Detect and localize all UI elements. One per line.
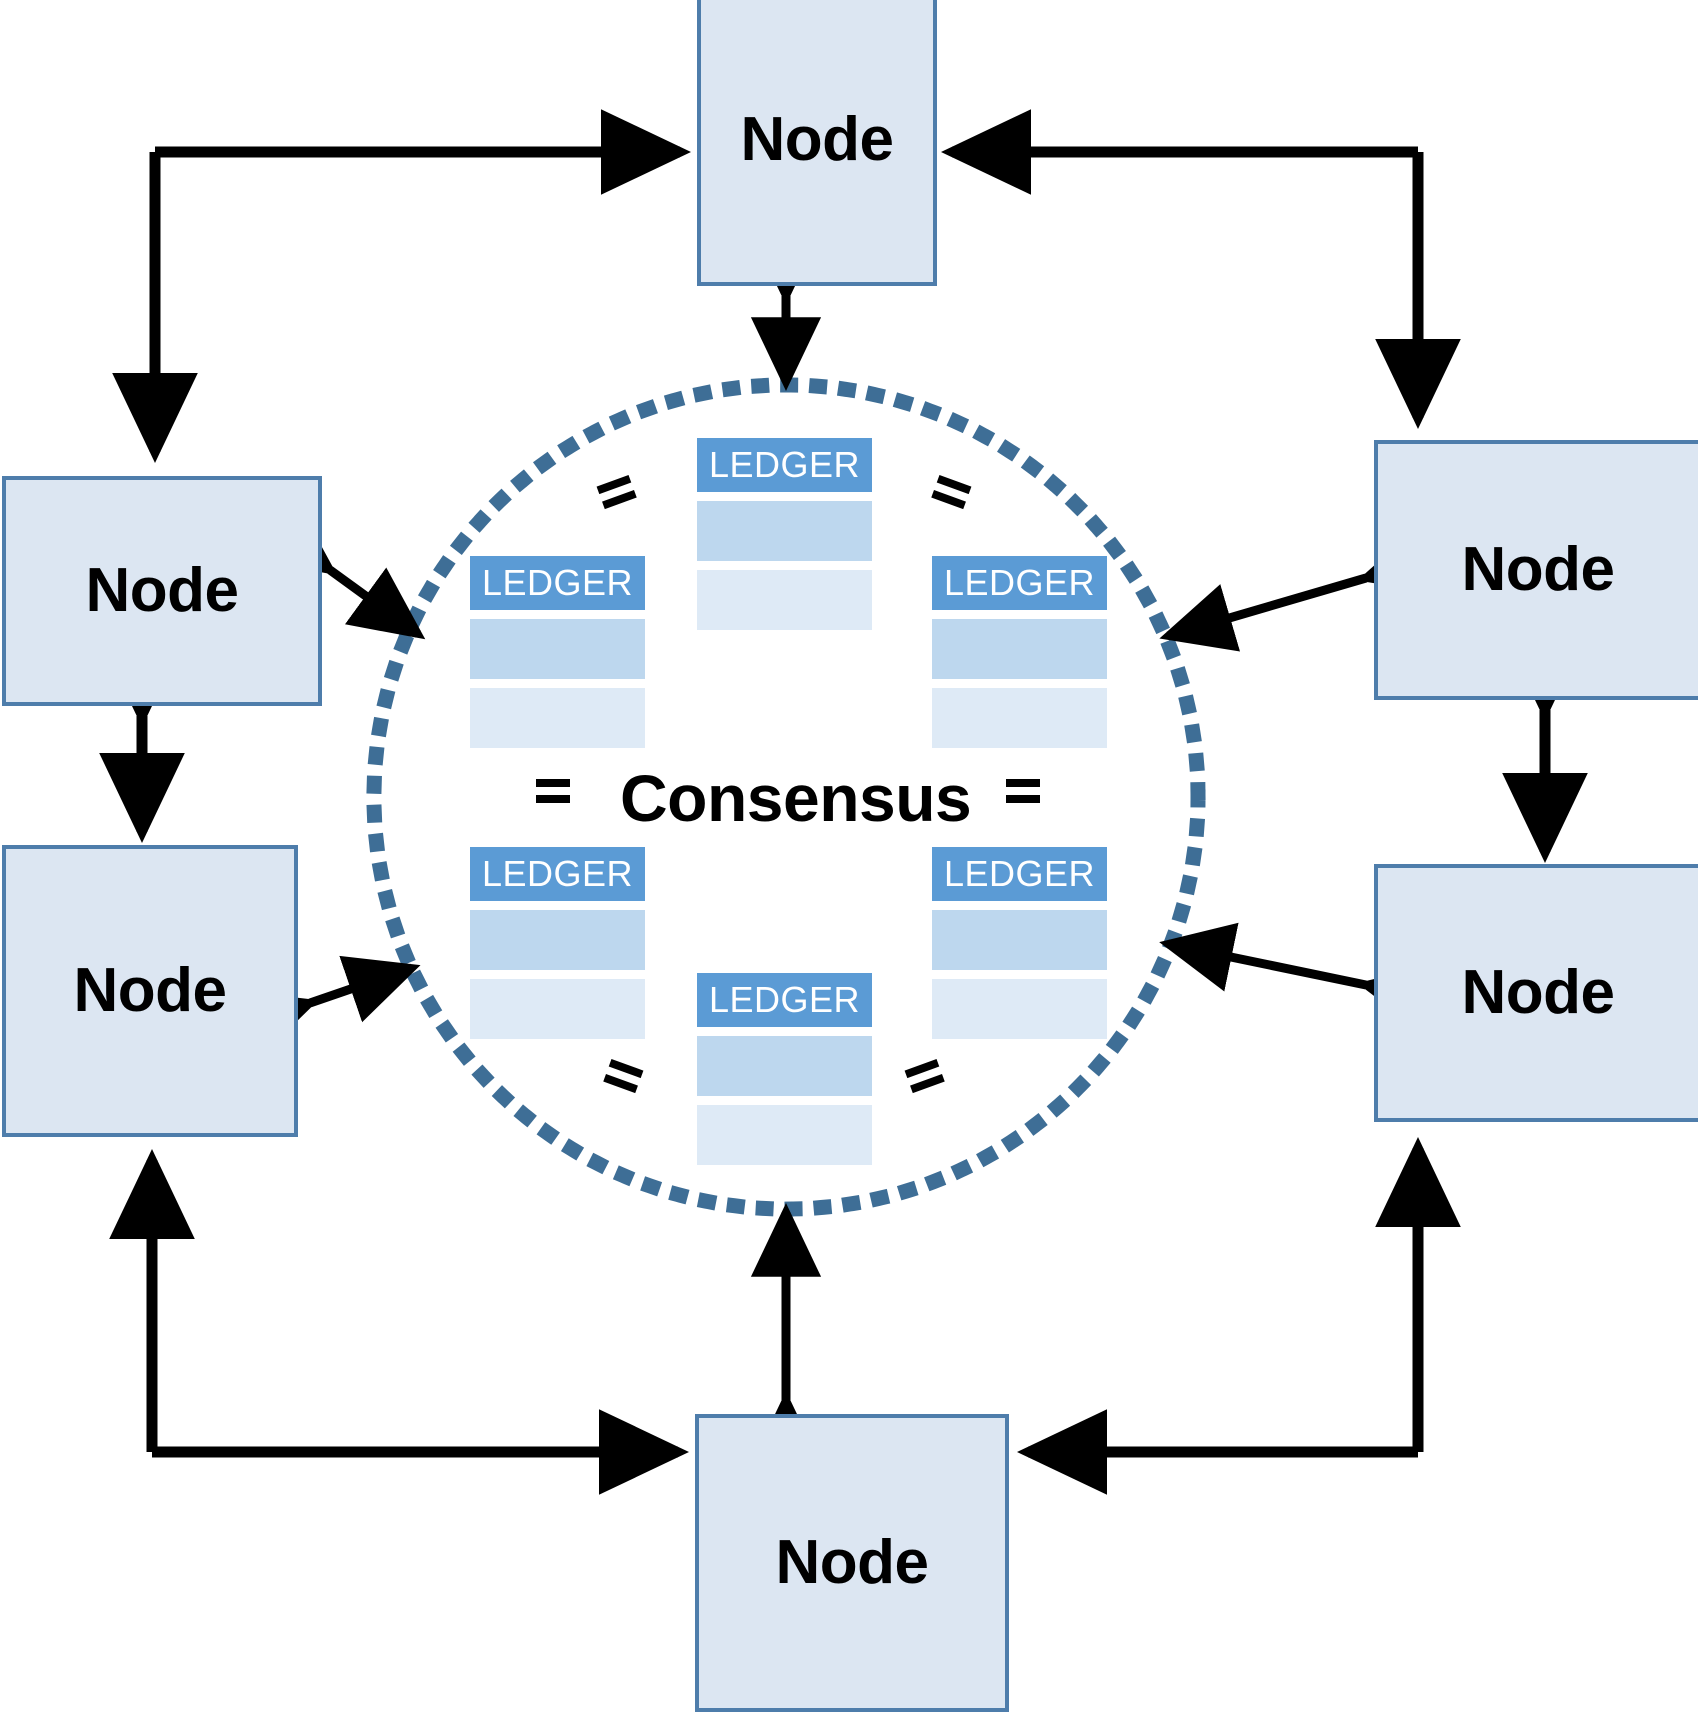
ledger-left-lower-header: LEDGER: [470, 847, 645, 901]
ledger-top-row-1: [697, 501, 872, 561]
ledger-right-upper-header: LEDGER: [932, 556, 1107, 610]
arrow-topleft-elbow: [112, 109, 692, 464]
node-left-lower[interactable]: Node: [2, 845, 298, 1137]
ledger-left-upper-row-2: [470, 688, 645, 748]
arrow-left-lower-to-circle: [237, 955, 421, 1058]
arrow-left-upper-to-circle: [256, 503, 426, 640]
ledger-right-upper-row-1: [932, 619, 1107, 679]
node-top[interactable]: Node: [697, 0, 937, 286]
ledger-bottom-row-1: [697, 1036, 872, 1096]
node-right-upper-label: Node: [1461, 535, 1616, 604]
node-right-upper[interactable]: Node: [1374, 440, 1698, 700]
consensus-label: Consensus: [620, 761, 972, 835]
ledger-left-lower[interactable]: LEDGER: [470, 847, 645, 1039]
node-left-upper[interactable]: Node: [2, 476, 322, 706]
ledger-top-row-2: [697, 570, 872, 630]
node-right-lower[interactable]: Node: [1374, 864, 1698, 1122]
ledger-right-upper-row-2: [932, 688, 1107, 748]
ledger-left-lower-row-1: [470, 910, 645, 970]
ledger-top[interactable]: LEDGER: [697, 438, 872, 630]
node-left-lower-label: Node: [73, 956, 228, 1025]
arrow-bottomleft-elbow: [109, 1148, 690, 1495]
arrow-topright-elbow: [940, 109, 1461, 430]
ledger-right-lower-row-2: [932, 979, 1107, 1039]
node-right-lower-label: Node: [1461, 958, 1616, 1027]
node-left-upper-label: Node: [85, 556, 240, 625]
ledger-right-lower[interactable]: LEDGER: [932, 847, 1107, 1039]
ledger-bottom-row-2: [697, 1105, 872, 1165]
arrow-right-lower-to-circle: [1159, 922, 1437, 1033]
ledger-left-upper-header: LEDGER: [470, 556, 645, 610]
ledger-top-header: LEDGER: [697, 438, 872, 492]
ledger-right-upper[interactable]: LEDGER: [932, 556, 1107, 748]
equals-icon-mid-left: [536, 775, 570, 809]
ledger-right-lower-header: LEDGER: [932, 847, 1107, 901]
ledger-left-upper[interactable]: LEDGER: [470, 556, 645, 748]
node-bottom-label: Node: [775, 1528, 930, 1597]
ledger-left-upper-row-1: [470, 619, 645, 679]
ledger-right-lower-row-1: [932, 910, 1107, 970]
node-bottom[interactable]: Node: [695, 1414, 1009, 1712]
ledger-bottom-header: LEDGER: [697, 973, 872, 1027]
arrow-bottomright-elbow: [1016, 1136, 1461, 1495]
ledger-left-lower-row-2: [470, 979, 645, 1039]
arrow-right-upper-to-circle: [1159, 526, 1439, 652]
node-top-label: Node: [740, 105, 895, 174]
ledger-bottom[interactable]: LEDGER: [697, 973, 872, 1165]
equals-icon-mid-right: [1006, 775, 1040, 809]
